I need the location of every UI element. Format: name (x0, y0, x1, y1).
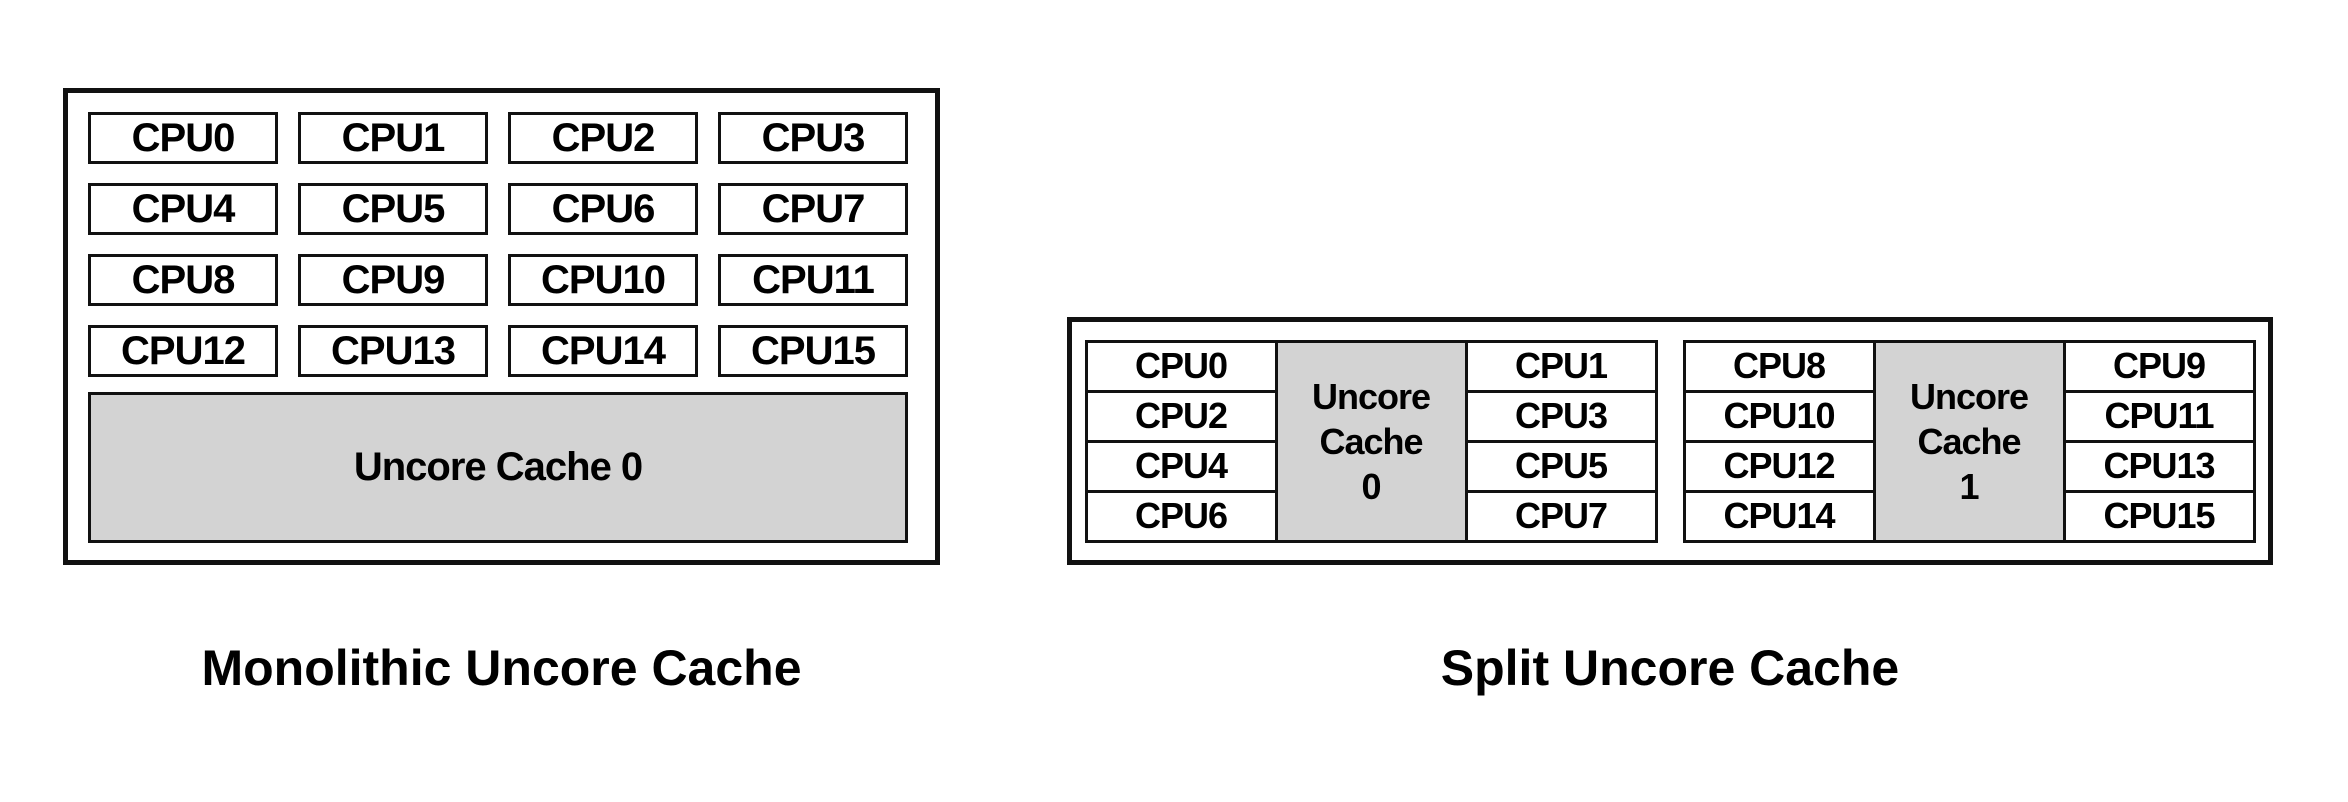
cpu-cell: CPU13 (2062, 439, 2256, 493)
cpu-box: CPU8 (88, 254, 278, 306)
table-row: CPU0 Uncore Cache 0 CPU1 (1084, 339, 1658, 543)
cpu-box: CPU7 (718, 183, 908, 235)
cpu-cell: CPU12 (1682, 439, 1876, 493)
cpu-box: CPU1 (298, 112, 488, 164)
table-row: CPU10 CPU11 (1682, 389, 2256, 443)
split-group-1-table: CPU8 Uncore Cache 1 CPU9 CPU10 CPU11 CPU… (1682, 339, 2256, 543)
uncore-cache-0-box: Uncore Cache 0 (88, 392, 908, 543)
table-row: CPU2 CPU3 (1084, 389, 1658, 443)
cache-label-line: Uncore (1909, 375, 2029, 417)
monolithic-diagram: CPU0 CPU1 CPU2 CPU3 CPU4 CPU5 CPU6 CPU7 … (63, 88, 940, 565)
cpu-cell: CPU0 (1084, 339, 1278, 393)
cpu-cell: CPU7 (1464, 489, 1658, 543)
monolithic-caption: Monolithic Uncore Cache (201, 640, 802, 696)
cpu-cell: CPU9 (2062, 339, 2256, 393)
cpu-cell: CPU2 (1084, 389, 1278, 443)
cache-label-line: 0 (1361, 465, 1381, 507)
table-row: CPU12 CPU13 (1682, 439, 2256, 493)
table-row: CPU6 CPU7 (1084, 489, 1658, 543)
cpu-box: CPU5 (298, 183, 488, 235)
split-group-0-table: CPU0 Uncore Cache 0 CPU1 CPU2 CPU3 CPU4 … (1084, 339, 1658, 543)
cpu-box: CPU14 (508, 325, 698, 377)
cpu-grid: CPU0 CPU1 CPU2 CPU3 CPU4 CPU5 CPU6 CPU7 … (88, 112, 935, 377)
cpu-cell: CPU8 (1682, 339, 1876, 393)
cpu-box: CPU0 (88, 112, 278, 164)
monolithic-diagram-content: CPU0 CPU1 CPU2 CPU3 CPU4 CPU5 CPU6 CPU7 … (68, 93, 935, 543)
table-row: CPU8 Uncore Cache 1 CPU9 (1682, 339, 2256, 543)
cache-label-line: Cache (1319, 420, 1423, 462)
cpu-cell: CPU10 (1682, 389, 1876, 443)
cpu-box: CPU4 (88, 183, 278, 235)
cpu-cell: CPU5 (1464, 439, 1658, 493)
split-diagram: CPU0 Uncore Cache 0 CPU1 CPU2 CPU3 CPU4 … (1067, 317, 2273, 565)
cpu-box: CPU13 (298, 325, 488, 377)
cpu-box: CPU15 (718, 325, 908, 377)
cpu-cell: CPU4 (1084, 439, 1278, 493)
split-caption: Split Uncore Cache (1440, 640, 1900, 696)
cpu-box: CPU9 (298, 254, 488, 306)
cpu-cell: CPU3 (1464, 389, 1658, 443)
cpu-cell: CPU1 (1464, 339, 1658, 393)
cpu-box: CPU2 (508, 112, 698, 164)
cache-label-line: 1 (1959, 465, 1979, 507)
cpu-cell: CPU14 (1682, 489, 1876, 543)
cpu-box: CPU12 (88, 325, 278, 377)
cpu-cell: CPU11 (2062, 389, 2256, 443)
cpu-cell: CPU15 (2062, 489, 2256, 543)
cache-label-line: Uncore (1311, 375, 1431, 417)
cpu-box: CPU3 (718, 112, 908, 164)
table-row: CPU14 CPU15 (1682, 489, 2256, 543)
uncore-cache-1-cell: Uncore Cache 1 (1872, 339, 2066, 543)
cpu-box: CPU6 (508, 183, 698, 235)
cpu-cell: CPU6 (1084, 489, 1278, 543)
cache-label-line: Cache (1917, 420, 2021, 462)
cpu-box: CPU10 (508, 254, 698, 306)
cpu-box: CPU11 (718, 254, 908, 306)
table-row: CPU4 CPU5 (1084, 439, 1658, 493)
uncore-cache-0-cell: Uncore Cache 0 (1274, 339, 1468, 543)
